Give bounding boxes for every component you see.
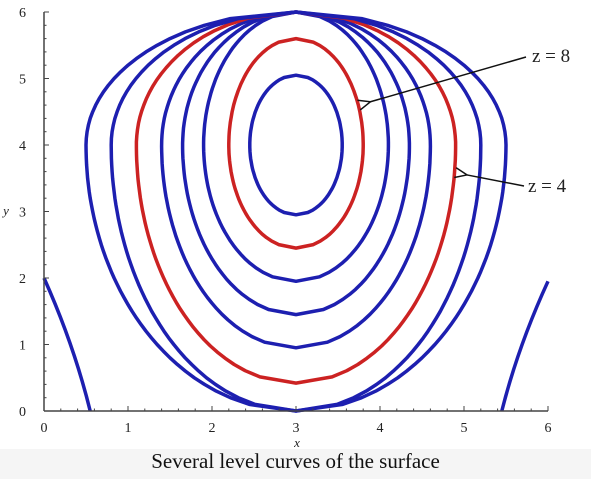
y-tick-label: 0 — [19, 405, 26, 420]
annotation-label: z = 8 — [532, 46, 570, 67]
y-tick-label: 6 — [19, 6, 26, 21]
x-axis-label: x — [293, 435, 300, 449]
level-curve-z7 — [201, 10, 391, 284]
level-curve-z6 — [180, 10, 412, 317]
level-curve-z5 — [159, 10, 433, 350]
axes: 0 1 2 3 4 5 6 0 1 2 3 4 5 6 — [19, 6, 552, 436]
figure-caption: Several level curves of the surface — [0, 449, 591, 479]
level-curve-z3 — [109, 10, 483, 413]
y-tick-label: 2 — [19, 272, 26, 287]
y-tick-label: 3 — [19, 206, 26, 221]
x-tick-label: 3 — [293, 421, 300, 436]
y-tick-label: 4 — [19, 139, 26, 154]
level-curve-z9 — [248, 73, 344, 217]
x-tick-label: 5 — [461, 421, 468, 436]
annotation-arrow — [370, 56, 527, 102]
partial-level-curve — [500, 280, 550, 412]
annotations: z = 8 z = 4 — [370, 46, 570, 197]
y-axis-label: y — [1, 203, 9, 218]
contour-plot: 0 1 2 3 4 5 6 0 1 2 3 4 5 6 x y z = 8 z = 4 — [1, 6, 570, 449]
x-tick-label: 0 — [41, 421, 48, 436]
x-tick-label: 4 — [377, 421, 384, 436]
x-tick-label: 6 — [545, 421, 552, 436]
level-curve-z2 — [84, 10, 508, 413]
y-tick-label: 1 — [19, 339, 26, 354]
x-tick-label: 1 — [125, 421, 132, 436]
annotation-arrow — [467, 175, 525, 187]
level-curve-z4 — [134, 10, 458, 385]
x-tick-label: 2 — [209, 421, 216, 436]
partial-level-curve — [42, 277, 92, 412]
y-tick-label: 5 — [19, 73, 26, 88]
annotation-label: z = 4 — [528, 176, 567, 197]
